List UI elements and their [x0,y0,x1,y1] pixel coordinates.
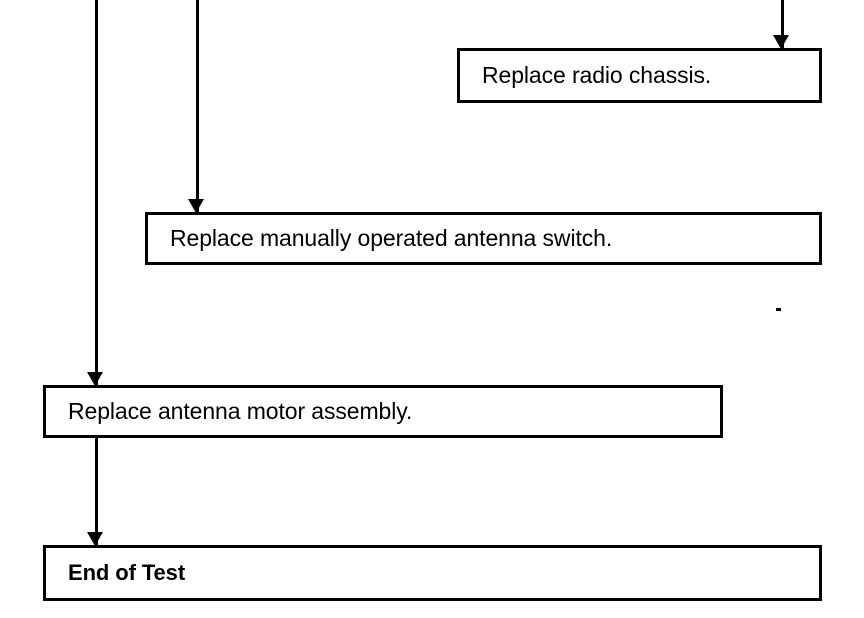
arrowhead-into-radio-chassis-icon [773,35,789,49]
node-label-end-of-test: End of Test [68,560,186,585]
node-label-replace-antenna-switch: Replace manually operated antenna switch… [170,225,613,251]
connector-into-radio-chassis [781,0,784,48]
node-replace-antenna-switch[interactable]: Replace manually operated antenna switch… [145,212,822,265]
node-label-replace-radio-chassis: Replace radio chassis. [482,62,712,88]
scan-speck-artifact [776,308,781,311]
arrowhead-into-antenna-motor-icon [87,372,103,386]
connector-motor-to-end-of-test [95,438,98,545]
connector-into-antenna-switch [196,0,199,212]
arrowhead-into-end-of-test-icon [87,532,103,546]
arrowhead-into-antenna-switch-icon [188,199,204,213]
connector-into-antenna-motor [95,0,98,385]
node-label-replace-antenna-motor: Replace antenna motor assembly. [68,398,413,424]
node-replace-antenna-motor[interactable]: Replace antenna motor assembly. [43,385,723,438]
node-end-of-test[interactable]: End of Test [43,545,822,601]
node-replace-radio-chassis[interactable]: Replace radio chassis. [457,48,822,103]
